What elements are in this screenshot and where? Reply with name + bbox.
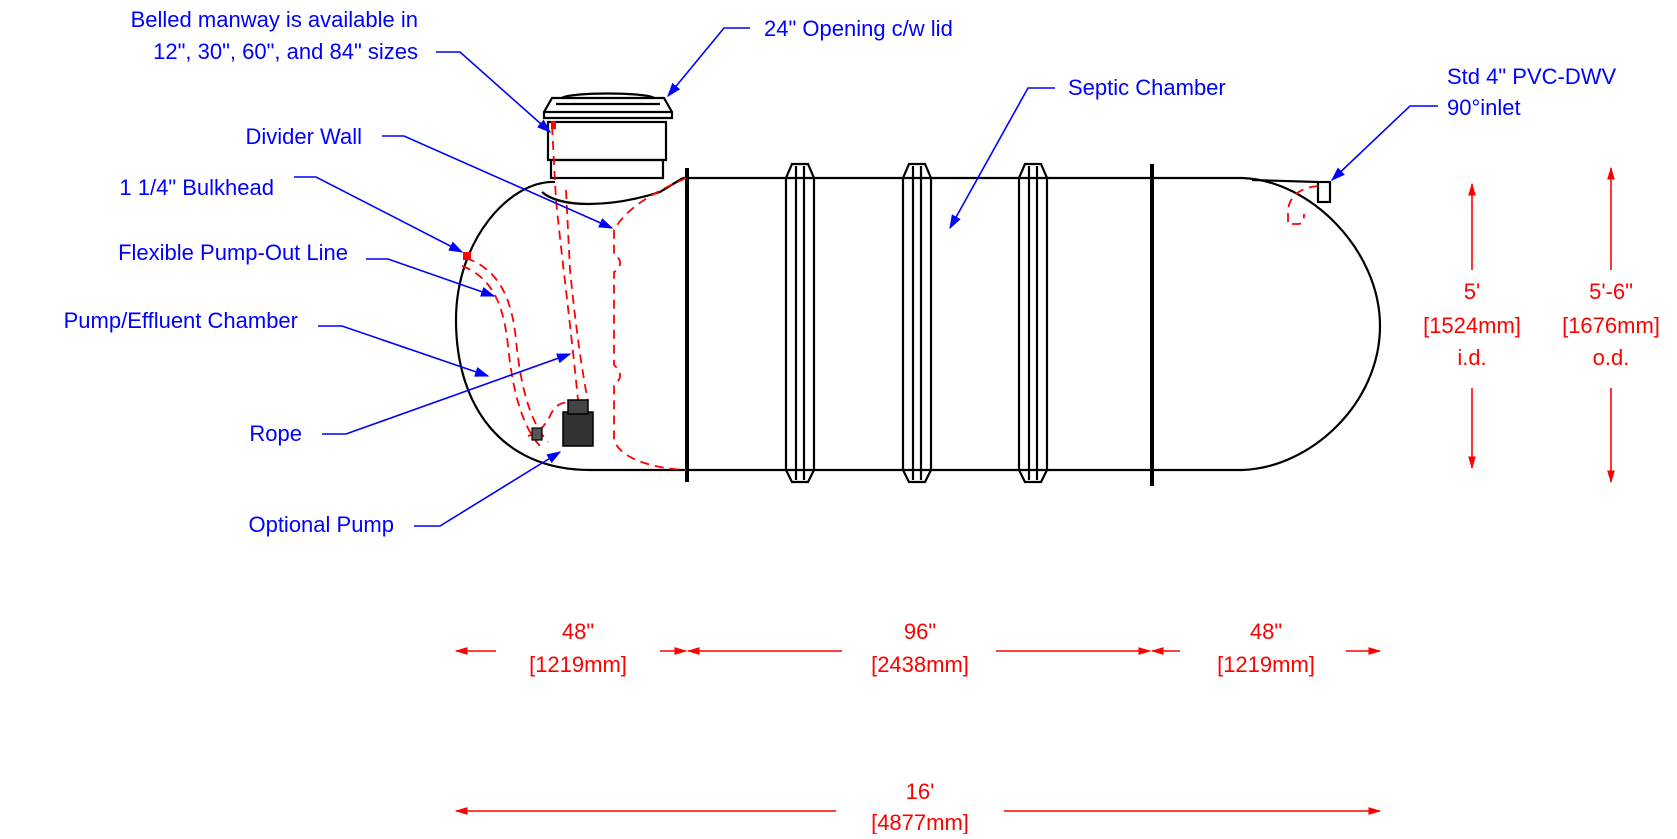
label-pumpout: Flexible Pump-Out Line [118, 240, 348, 265]
label-rope: Rope [249, 421, 302, 446]
pump-cord [527, 401, 581, 437]
dimension-vertical-od: 5'-6" [1676mm] o.d. [1562, 166, 1660, 484]
dim-mid-mm: [2438mm] [871, 652, 969, 677]
leader-opening [667, 27, 750, 98]
dimension-vertical-id: 5' [1524mm] i.d. [1423, 182, 1521, 470]
leader-divider [382, 135, 614, 229]
label-manway-line1: Belled manway is available in [131, 7, 418, 32]
label-septic: Septic Chamber [1068, 75, 1226, 100]
dim-right-in: 48" [1250, 619, 1282, 644]
dim-total-mm: [4877mm] [871, 810, 969, 834]
dimension-total: 16' [4877mm] [454, 779, 1382, 835]
pump-out-line-b [461, 265, 541, 447]
dimension-right-section: 48" [1219mm] [1150, 619, 1382, 677]
dim-id-mm: [1524mm] [1423, 313, 1521, 338]
label-divider: Divider Wall [245, 124, 362, 149]
dim-od-note: o.d. [1593, 345, 1630, 370]
dim-left-mm: [1219mm] [529, 652, 627, 677]
dim-left-in: 48" [562, 619, 594, 644]
dim-od-mm: [1676mm] [1562, 313, 1660, 338]
leader-effluent [318, 325, 490, 377]
leader-pump [414, 451, 562, 527]
dim-id-note: i.d. [1457, 345, 1486, 370]
rope [551, 125, 579, 401]
divider-wall [613, 177, 687, 471]
dimension-left-section: 48" [1219mm] [454, 619, 688, 677]
inlet-elbow [1287, 185, 1319, 225]
label-inlet-line2: 90°inlet [1447, 95, 1521, 120]
leader-bulkhead [294, 176, 464, 253]
label-effluent: Pump/Effluent Chamber [64, 308, 298, 333]
leader-rope [322, 353, 572, 435]
dim-id-ft: 5' [1464, 279, 1480, 304]
pump-out-line-a [465, 257, 549, 443]
tank-outline [454, 176, 1382, 472]
label-bulkhead: 1 1/4" Bulkhead [119, 175, 274, 200]
label-pump: Optional Pump [248, 512, 394, 537]
dim-od-ft: 5'-6" [1589, 279, 1633, 304]
callouts: Belled manway is available in 12", 30", … [64, 7, 1617, 537]
rib-3 [1017, 162, 1049, 484]
inlet-pipe [1251, 178, 1332, 204]
manway-riser [542, 96, 674, 180]
rib-2 [901, 162, 933, 484]
label-opening: 24" Opening c/w lid [764, 16, 953, 41]
bulkhead-fitting [463, 252, 471, 260]
dimension-mid-section: 96" [2438mm] [686, 619, 1152, 677]
dim-total-ft: 16' [906, 779, 935, 804]
manway-flare [541, 177, 684, 206]
pump-body [531, 399, 594, 447]
dim-right-mm: [1219mm] [1217, 652, 1315, 677]
label-inlet-line1: Std 4" PVC-DWV [1447, 64, 1617, 89]
rib-1 [784, 162, 816, 484]
tank-body [454, 92, 1382, 486]
manway-lid [561, 92, 655, 100]
label-manway-line2: 12", 30", 60", and 84" sizes [153, 39, 418, 64]
hidden-internals [461, 125, 1319, 471]
leader-manway [436, 51, 552, 133]
riser-inner [565, 189, 589, 403]
leader-pumpout [366, 258, 496, 297]
leader-inlet [1330, 105, 1438, 181]
dim-mid-in: 96" [904, 619, 936, 644]
rope-anchor [551, 121, 556, 129]
leader-septic [949, 87, 1055, 230]
